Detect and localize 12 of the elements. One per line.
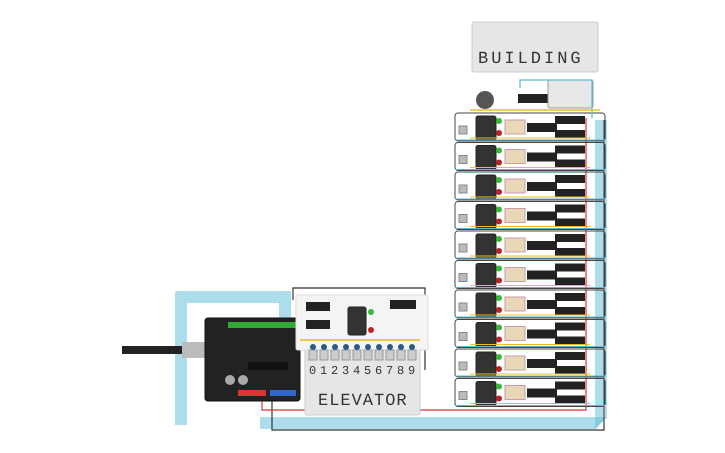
breadboard-label: BUILDING <box>478 51 584 68</box>
button-number: 8 <box>397 365 404 377</box>
button-number: 4 <box>353 365 360 377</box>
button-number: 7 <box>386 365 394 377</box>
button-number: 5 <box>364 365 372 377</box>
button-number: 3 <box>342 365 350 377</box>
button-number: 2 <box>331 365 338 377</box>
button-number: 9 <box>408 365 416 377</box>
button-number: 0 <box>309 365 316 377</box>
button-number: 6 <box>375 365 382 377</box>
breadboard-label: ELEVATOR <box>318 393 408 410</box>
button-number: 1 <box>320 365 328 377</box>
